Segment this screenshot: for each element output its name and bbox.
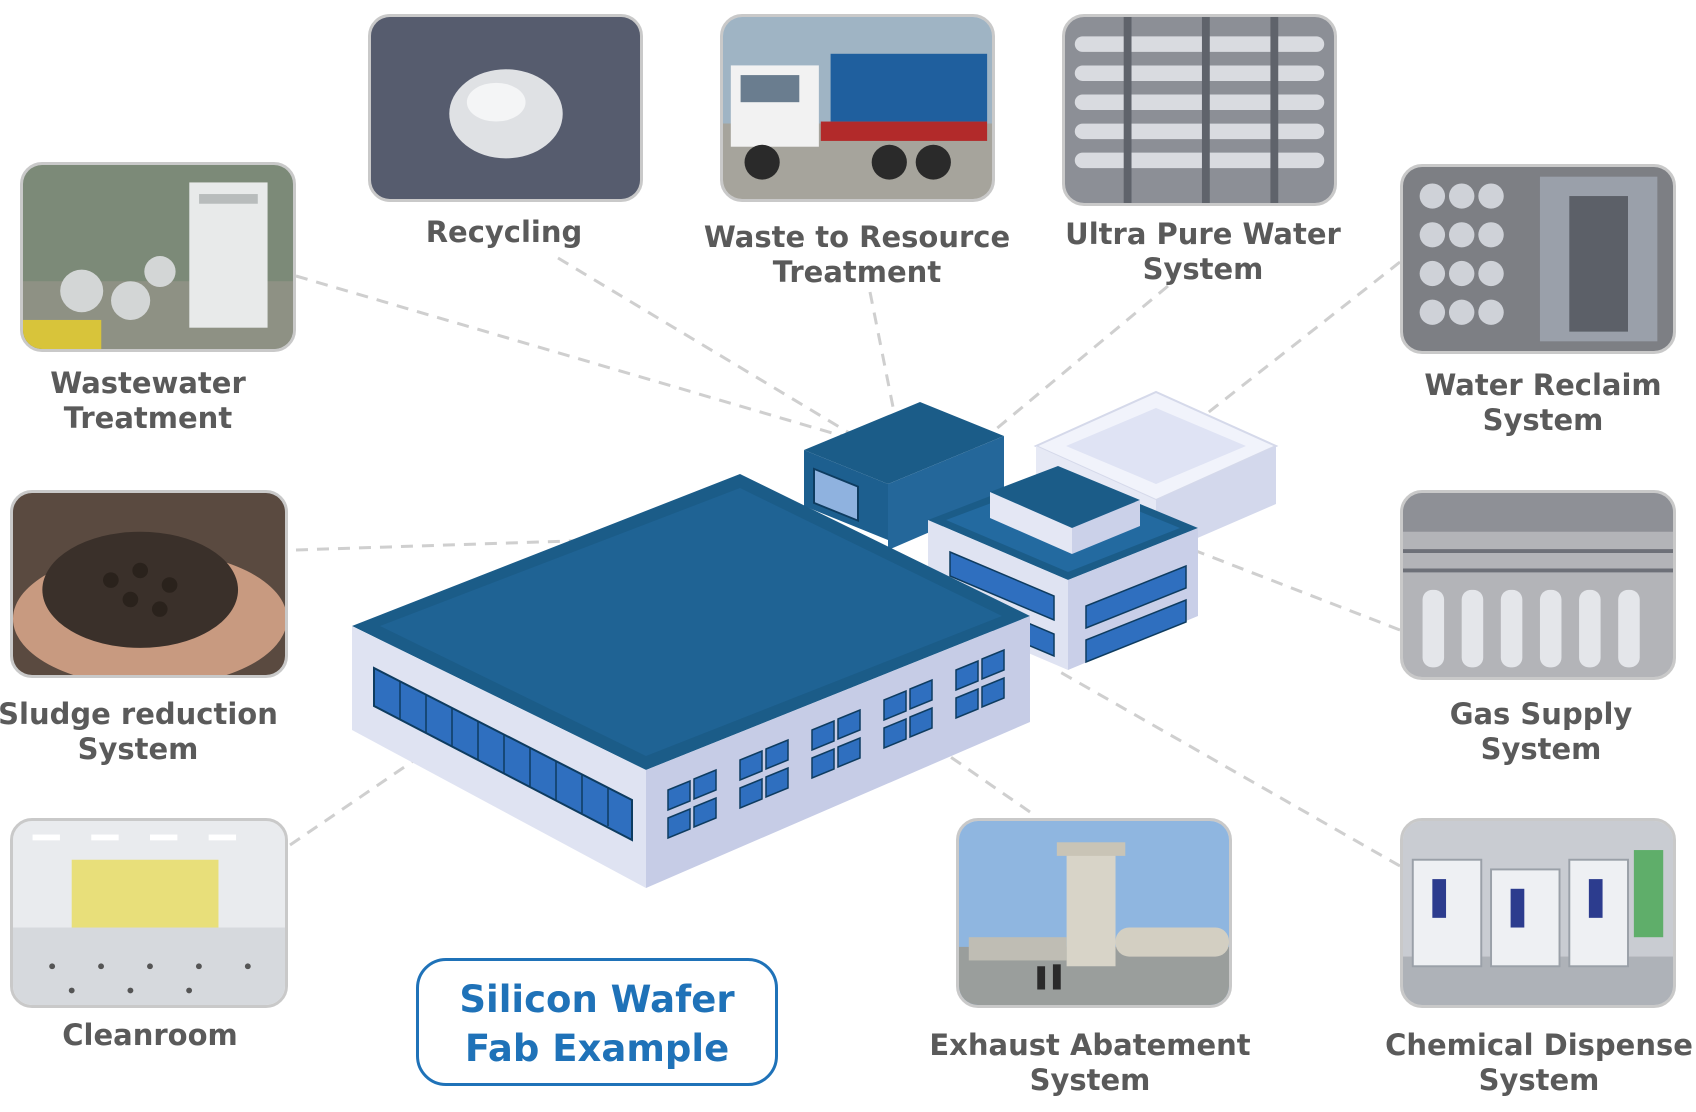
photo-cleanroom xyxy=(10,818,288,1008)
connector-gas xyxy=(1079,504,1401,632)
label-wastewater: Wastewater Treatment xyxy=(50,366,246,435)
title-line-2: Fab Example xyxy=(464,1027,730,1070)
main-building xyxy=(352,474,1030,888)
photo-chemical xyxy=(1400,818,1676,1008)
photo-waste-to-resource xyxy=(720,14,995,202)
photo-water-reclaim xyxy=(1400,164,1676,354)
connector-waste-resource xyxy=(868,291,900,433)
label-chemical: Chemical Dispense System xyxy=(1385,1028,1693,1097)
label-exhaust: Exhaust Abatement System xyxy=(929,1028,1251,1097)
label-recycling: Recycling xyxy=(425,215,583,249)
connector-wastewater xyxy=(295,274,881,449)
photo-wastewater xyxy=(20,162,296,352)
label-gas-supply: Gas Supply System xyxy=(1449,697,1633,766)
connector-chemical xyxy=(1059,670,1401,868)
photo-ultra-pure-water xyxy=(1062,14,1337,206)
connector-cleanroom xyxy=(289,663,555,847)
label-sludge: Sludge reduction System xyxy=(0,697,278,766)
label-ultra-pure-water: Ultra Pure Water System xyxy=(1065,217,1341,286)
photo-exhaust xyxy=(956,818,1232,1008)
photo-recycling xyxy=(368,14,643,202)
label-cleanroom: Cleanroom xyxy=(62,1018,238,1052)
photo-gas-supply xyxy=(1400,490,1676,680)
label-waste-to-resource: Waste to Resource Treatment xyxy=(703,220,1011,289)
tower-block xyxy=(804,402,1004,550)
photo-sludge xyxy=(10,490,288,678)
label-water-reclaim: Water Reclaim System xyxy=(1424,368,1662,437)
title-line-1: Silicon Wafer xyxy=(459,978,735,1021)
title-box: Silicon Wafer Fab Example xyxy=(416,958,778,1086)
